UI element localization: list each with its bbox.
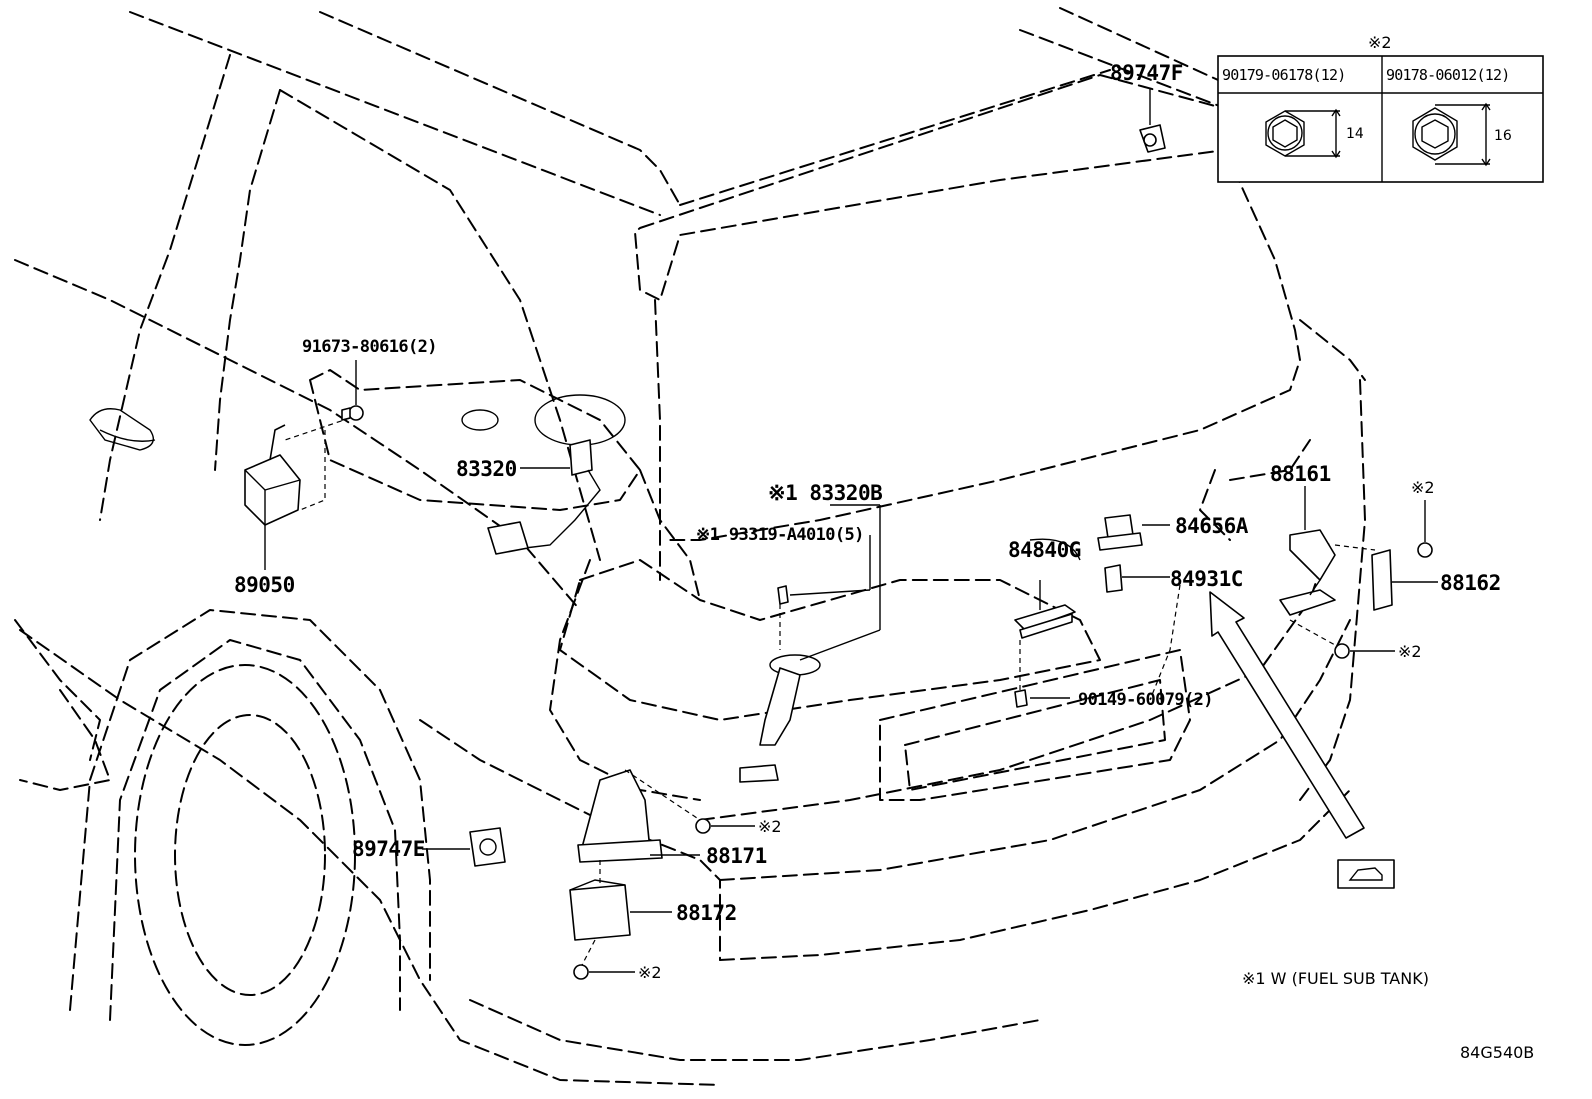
label-84931C: 84931C [1170,567,1243,591]
part-84931C-switch [1104,564,1181,701]
label-83320: 83320 [456,457,517,481]
ref-2-label: ※2 [638,963,662,982]
part-88161-bracket [1279,486,1376,646]
fastener-table: ※2 90179-06178(12) 90178-06012(12) 14 16 [1217,33,1544,183]
part-84840G-switch [1014,538,1081,639]
part-93319-screw [777,535,871,650]
ref-2-label: ※2 [1411,478,1435,497]
part-83320B-sub-tank-sender [739,504,881,783]
ref-2-nuts [573,500,1433,980]
vehicle-view-icon [1337,859,1395,889]
part-89747E-sensor [422,827,506,867]
part-88172-sensor [569,860,672,966]
part-88171-bracket [577,769,701,863]
label-89747E: 89747E [352,837,425,861]
label-89747F: 89747F [1110,61,1183,85]
ref-2-label: ※2 [1398,642,1422,661]
part-89747F-sensor [1139,88,1166,153]
label-93319: ※1 93319-A4010(5) [696,525,864,545]
back-door-direction-arrow [1209,591,1395,889]
part-89050-control-module [244,424,301,570]
table-size-2: 16 [1494,128,1512,144]
label-89050: 89050 [234,573,295,597]
label-88171: 88171 [706,844,767,868]
part-83320-fuel-sender [461,394,626,555]
label-91673: 91673-80616(2) [302,337,437,357]
label-83320B: ※1 83320B [768,481,882,505]
table-part-number-2: 90178-06012(12) [1386,66,1509,84]
hex-nut-icon [1265,108,1341,159]
label-84656A: 84656A [1175,514,1249,538]
part-88162-sensor [1371,549,1438,611]
ref-2-label: ※2 [758,817,782,836]
table-part-number-1: 90179-06178(12) [1222,66,1345,84]
footnote: ※1 W (FUEL SUB TANK) [1242,969,1429,988]
hex-nut-icon [1412,102,1491,167]
vehicle-body-outline [14,7,1366,1086]
label-88172: 88172 [676,901,737,925]
part-90149-screw [1014,640,1070,708]
label-90149: 90149-60079(2) [1078,690,1213,710]
table-ref-label: ※2 [1368,33,1392,52]
diagram-id: 84G540B [1460,1043,1534,1062]
table-size-1: 14 [1346,126,1364,142]
label-88161: 88161 [1270,462,1331,486]
part-84656A-switch [1097,514,1170,551]
label-84840G: 84840G [1008,538,1081,562]
part-91673-bolt [284,360,364,511]
label-88162: 88162 [1440,571,1501,595]
